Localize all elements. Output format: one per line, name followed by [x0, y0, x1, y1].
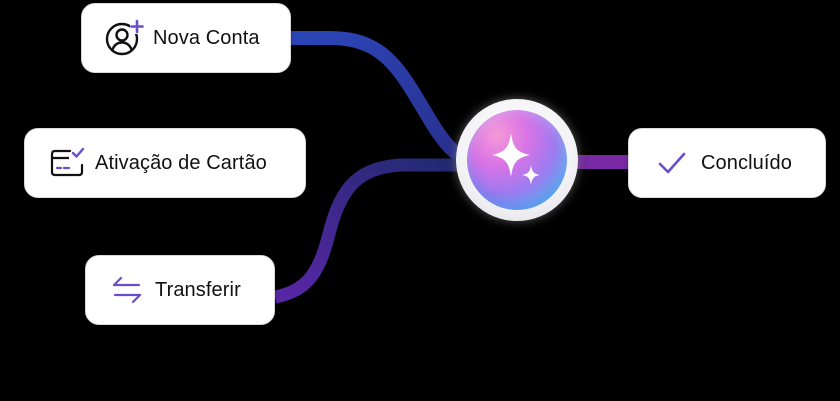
connector-transferir [273, 158, 470, 304]
node-concluido-label: Concluído [701, 151, 792, 174]
node-concluido[interactable]: Concluído [628, 128, 826, 198]
ai-hub[interactable] [456, 99, 578, 221]
node-nova-conta-label: Nova Conta [153, 26, 260, 49]
transfer-arrows-icon [110, 273, 144, 307]
card-check-icon [48, 144, 86, 182]
ai-hub-core [467, 110, 567, 210]
connector-nova-conta [291, 31, 472, 167]
node-nova-conta[interactable]: Nova Conta [81, 3, 291, 73]
node-ativacao-cartao[interactable]: Ativação de Cartão [24, 128, 306, 198]
checkmark-icon [657, 148, 687, 178]
node-ativacao-label: Ativação de Cartão [95, 151, 267, 174]
sparkle-icon [492, 133, 540, 185]
node-transferir-label: Transferir [155, 278, 241, 301]
node-transferir[interactable]: Transferir [85, 255, 275, 325]
user-add-icon [104, 18, 144, 58]
